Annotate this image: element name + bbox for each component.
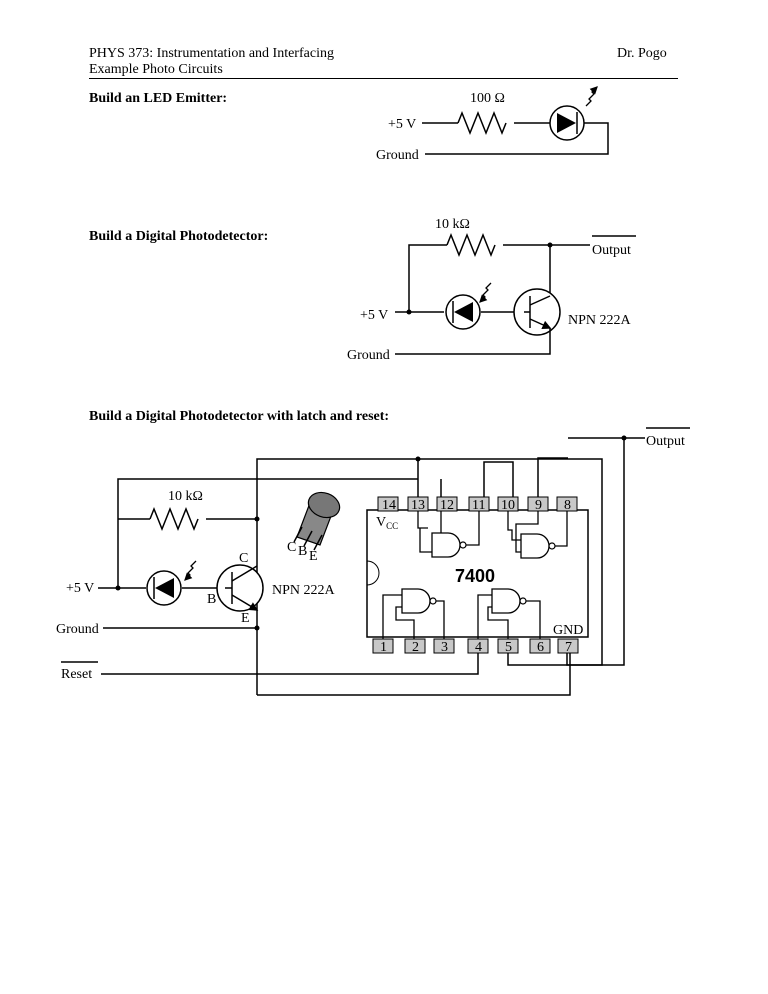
junction-dot — [115, 585, 121, 591]
pin-4: 4 — [475, 640, 482, 655]
section-led-emitter: Build an LED Emitter: — [89, 91, 228, 106]
section-photodetector: Build a Digital Photodetector: — [89, 229, 269, 244]
latch-ground-label: Ground — [56, 622, 99, 637]
header-rule — [89, 78, 678, 79]
package-pin-b-label: B — [298, 544, 307, 559]
pin-3: 3 — [441, 640, 448, 655]
npn-transistor-icon — [216, 564, 264, 612]
latch-output-label: Output — [646, 434, 685, 449]
section-latch-reset: Build a Digital Photodetector with latch… — [89, 409, 390, 424]
pin-7: 7 — [565, 640, 572, 655]
pin-1: 1 — [380, 640, 387, 655]
nand-gate-icon — [417, 511, 480, 558]
pin-6: 6 — [537, 640, 544, 655]
emitter-resistor-label: 100 Ω — [470, 91, 505, 106]
pin-c-label: C — [239, 551, 248, 566]
pin-5: 5 — [505, 640, 512, 655]
author-name: Dr. Pogo — [617, 46, 667, 61]
emitter-supply-label: +5 V — [388, 117, 416, 132]
ground-return-wire — [257, 653, 571, 696]
wire — [101, 653, 479, 675]
detector-ground-label: Ground — [347, 348, 390, 363]
junction-dot — [406, 309, 412, 315]
pin-14: 14 — [382, 498, 396, 513]
pin-2: 2 — [412, 640, 419, 655]
photodiode-icon — [445, 282, 492, 330]
photodiode-icon — [146, 560, 197, 606]
wire — [408, 244, 447, 312]
detector-output-label: Output — [592, 243, 631, 258]
latch-reset-circuit: Output 10 kΩ +5 V Ground Reset — [56, 427, 690, 696]
pin-11: 11 — [472, 498, 485, 513]
pin-b-label: B — [207, 592, 216, 607]
wire — [395, 328, 551, 355]
package-pin-c-label: C — [287, 540, 296, 555]
detector-resistor-label: 10 kΩ — [435, 217, 470, 232]
wire — [483, 461, 514, 497]
junction-dot — [254, 625, 260, 631]
pin-e-label: E — [241, 611, 250, 626]
ic-part-number: 7400 — [455, 566, 495, 586]
detector-supply-label: +5 V — [360, 308, 388, 323]
npn-transistor-icon — [513, 288, 561, 336]
pin-8: 8 — [564, 498, 571, 513]
detector-transistor-label: NPN 222A — [568, 313, 632, 328]
resistor-icon — [149, 506, 199, 532]
latch-reset-label: Reset — [61, 667, 92, 682]
course-title: PHYS 373: Instrumentation and Interfacin… — [89, 46, 334, 61]
pin-13: 13 — [411, 498, 425, 513]
nand-gate-icon — [382, 588, 445, 639]
latch-transistor-label: NPN 222A — [272, 583, 336, 598]
photodetector-circuit: 10 kΩ Output +5 V NPN 222A Ground — [347, 217, 636, 363]
resistor-icon — [457, 110, 507, 136]
resistor-icon — [446, 232, 496, 258]
emitter-ground-label: Ground — [376, 148, 419, 163]
wire — [117, 478, 418, 588]
wire — [537, 457, 568, 497]
page-subtitle: Example Photo Circuits — [89, 62, 223, 77]
nand-gate-icon — [507, 511, 568, 559]
ic-top-pins: 14 13 12 11 10 9 8 — [377, 496, 578, 513]
wire — [507, 438, 625, 666]
pin-9: 9 — [535, 498, 542, 513]
pin-10: 10 — [501, 498, 515, 513]
led-icon — [549, 86, 598, 141]
pin-12: 12 — [440, 498, 454, 513]
led-emitter-circuit: 100 Ω +5 V Ground — [376, 86, 609, 163]
package-pin-e-label: E — [309, 549, 318, 564]
ic-notch — [366, 560, 380, 586]
ic-bottom-pins: 1 2 3 4 5 6 7 — [372, 638, 579, 655]
vcc-bus-wire — [256, 458, 603, 695]
to92-package-icon — [293, 491, 341, 551]
wire — [425, 122, 609, 155]
vcc-label: VCC — [376, 515, 398, 531]
nand-gate-icon — [477, 588, 541, 639]
gnd-label: GND — [553, 623, 583, 638]
latch-supply-label: +5 V — [66, 581, 94, 596]
latch-resistor-label: 10 kΩ — [168, 489, 203, 504]
